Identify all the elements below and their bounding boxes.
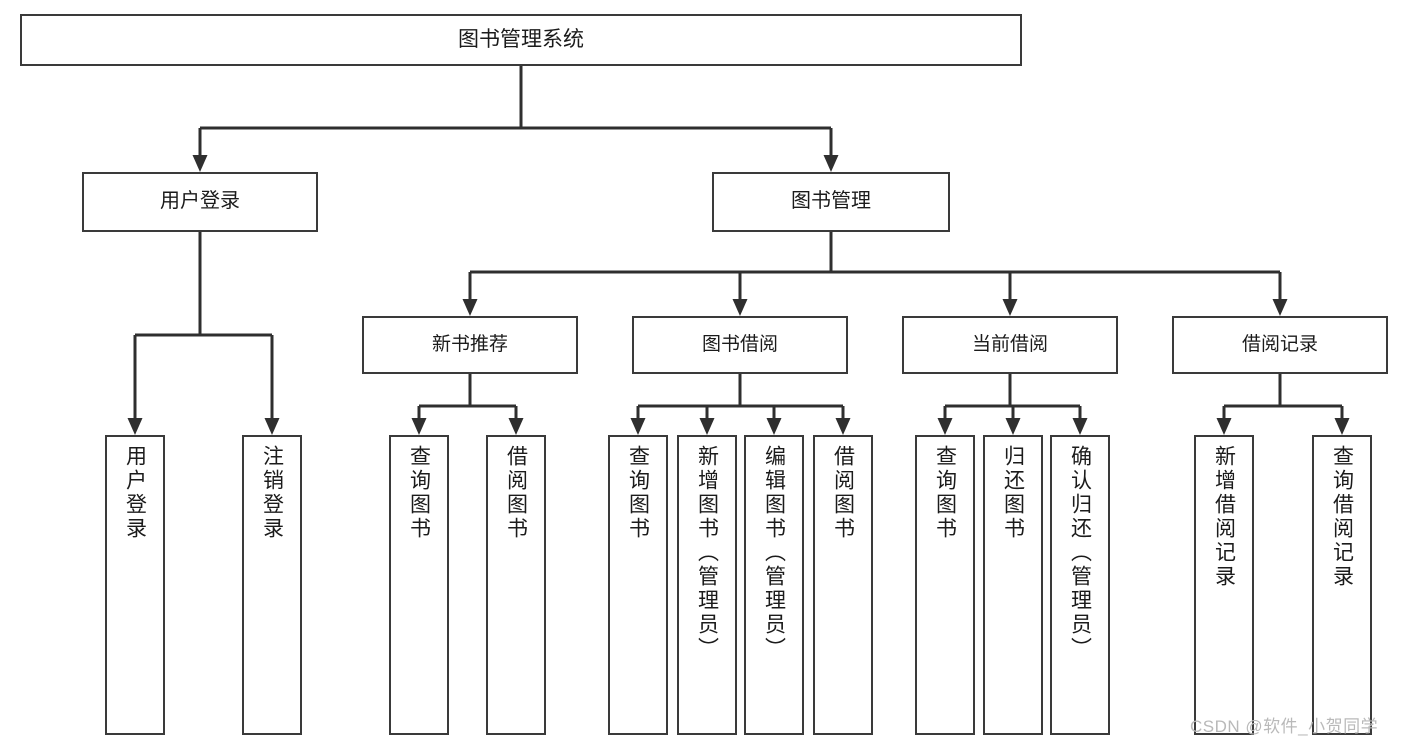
watermark-text: CSDN @软件_小贺同学 <box>1190 717 1379 736</box>
node-label-leaf-query-book-cur: 查询图书 <box>933 445 957 541</box>
arrow-head-1-0 <box>462 299 478 316</box>
arrow-head-1-1 <box>732 299 748 316</box>
node-l2-borrow-record[interactable]: 借阅记录 <box>1172 316 1388 374</box>
node-label-l2-new-book-rec: 新书推荐 <box>431 333 508 355</box>
arrow-head-6-0 <box>1216 418 1232 435</box>
node-label-leaf-borrow-book-rec: 借阅图书 <box>504 445 528 541</box>
node-label-l1-user-login: 用户登录 <box>160 190 240 213</box>
node-leaf-add-borrow-record[interactable]: 新增借阅记录 <box>1194 435 1254 735</box>
node-leaf-query-book-borrow[interactable]: 查询图书 <box>608 435 668 735</box>
node-label-leaf-edit-book-admin: 编辑图书（管理员） <box>762 445 786 661</box>
node-label-leaf-user-login: 用户登录 <box>123 445 147 541</box>
arrow-head-2-0 <box>127 418 143 435</box>
arrow-head-4-0 <box>630 418 646 435</box>
arrow-head-5-1 <box>1005 418 1021 435</box>
arrow-head-4-1 <box>699 418 715 435</box>
node-leaf-user-logout[interactable]: 注销登录 <box>242 435 302 735</box>
node-leaf-add-book-admin[interactable]: 新增图书（管理员） <box>677 435 737 735</box>
arrow-head-2-1 <box>264 418 280 435</box>
node-leaf-return-book[interactable]: 归还图书 <box>983 435 1043 735</box>
node-label-l2-borrow-record: 借阅记录 <box>1241 333 1318 355</box>
arrow-head-4-3 <box>835 418 851 435</box>
arrow-head-6-1 <box>1334 418 1350 435</box>
node-leaf-query-book-rec[interactable]: 查询图书 <box>389 435 449 735</box>
node-leaf-query-borrow-record[interactable]: 查询借阅记录 <box>1312 435 1372 735</box>
node-label-leaf-user-logout: 注销登录 <box>260 445 284 541</box>
arrow-head-0-0 <box>192 155 208 172</box>
node-label-leaf-confirm-return-admin: 确认归还（管理员） <box>1068 445 1092 661</box>
arrow-head-3-1 <box>508 418 524 435</box>
arrow-head-4-2 <box>766 418 782 435</box>
node-label-leaf-borrow-book: 借阅图书 <box>831 445 855 541</box>
node-leaf-query-book-cur[interactable]: 查询图书 <box>915 435 975 735</box>
node-label-l2-current-borrow: 当前借阅 <box>971 333 1048 355</box>
node-l2-new-book-rec[interactable]: 新书推荐 <box>362 316 578 374</box>
node-label-l2-book-borrow: 图书借阅 <box>701 333 778 355</box>
arrow-head-3-0 <box>411 418 427 435</box>
arrow-head-1-2 <box>1002 299 1018 316</box>
node-leaf-edit-book-admin[interactable]: 编辑图书（管理员） <box>744 435 804 735</box>
node-leaf-confirm-return-admin[interactable]: 确认归还（管理员） <box>1050 435 1110 735</box>
arrow-head-5-2 <box>1072 418 1088 435</box>
node-label-l1-book-manage: 图书管理 <box>791 190 871 213</box>
node-l1-user-login[interactable]: 用户登录 <box>82 172 318 232</box>
node-leaf-borrow-book-rec[interactable]: 借阅图书 <box>486 435 546 735</box>
node-l1-book-manage[interactable]: 图书管理 <box>712 172 950 232</box>
node-label-root: 图书管理系统 <box>458 27 584 51</box>
node-label-leaf-add-book-admin: 新增图书（管理员） <box>695 445 719 661</box>
node-label-leaf-return-book: 归还图书 <box>1001 445 1025 541</box>
arrow-head-1-3 <box>1272 299 1288 316</box>
node-leaf-borrow-book[interactable]: 借阅图书 <box>813 435 873 735</box>
node-label-leaf-query-book-borrow: 查询图书 <box>626 445 650 541</box>
node-l2-current-borrow[interactable]: 当前借阅 <box>902 316 1118 374</box>
node-l2-book-borrow[interactable]: 图书借阅 <box>632 316 848 374</box>
arrow-head-5-0 <box>937 418 953 435</box>
node-label-leaf-query-book-rec: 查询图书 <box>407 445 431 541</box>
node-label-leaf-add-borrow-record: 新增借阅记录 <box>1212 445 1236 589</box>
arrow-head-0-1 <box>823 155 839 172</box>
node-leaf-user-login[interactable]: 用户登录 <box>105 435 165 735</box>
node-label-leaf-query-borrow-record: 查询借阅记录 <box>1330 445 1354 589</box>
node-root[interactable]: 图书管理系统 <box>20 14 1022 66</box>
